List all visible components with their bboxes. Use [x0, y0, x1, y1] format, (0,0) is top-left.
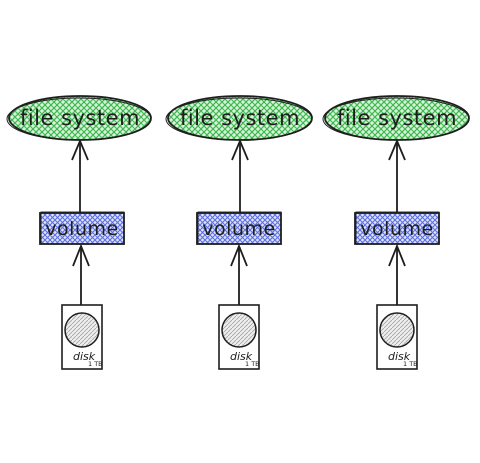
filesystem-node: file system — [165, 95, 313, 141]
disk-node: disk 1 TB — [61, 304, 103, 370]
arrow-volume-to-filesystem — [231, 138, 249, 212]
filesystem-node: file system — [6, 95, 152, 141]
disk-label: disk — [230, 350, 253, 363]
volume-node: volume — [39, 211, 125, 245]
disk-capacity: 1 TB — [88, 360, 103, 368]
volume-node: volume — [354, 211, 440, 245]
filesystem-label: file system — [180, 106, 300, 130]
disk-capacity: 1 TB — [403, 360, 418, 368]
disk-platter-icon — [221, 312, 257, 348]
storage-column-2: file system volume disk 1 TB — [165, 95, 313, 370]
storage-column-1: file system volume disk 1 TB — [6, 95, 152, 370]
arrow-volume-to-filesystem — [388, 138, 406, 212]
volume-node: volume — [196, 211, 282, 245]
filesystem-label: file system — [337, 106, 457, 130]
volume-label: volume — [360, 218, 433, 240]
filesystem-node: file system — [322, 95, 470, 141]
disk-node: disk 1 TB — [218, 304, 260, 370]
arrow-disk-to-volume — [230, 243, 248, 305]
disk-platter-icon — [379, 312, 415, 348]
filesystem-label: file system — [20, 106, 140, 130]
arrow-volume-to-filesystem — [71, 138, 89, 212]
arrow-disk-to-volume — [72, 243, 90, 305]
volume-label: volume — [202, 218, 275, 240]
disk-label: disk — [73, 350, 96, 363]
volume-label: volume — [45, 218, 118, 240]
disk-node: disk 1 TB — [376, 304, 418, 370]
arrow-disk-to-volume — [388, 243, 406, 305]
disk-label: disk — [388, 350, 411, 363]
storage-column-3: file system volume disk 1 TB — [322, 95, 470, 370]
disk-capacity: 1 TB — [245, 360, 260, 368]
disk-platter-icon — [64, 312, 100, 348]
